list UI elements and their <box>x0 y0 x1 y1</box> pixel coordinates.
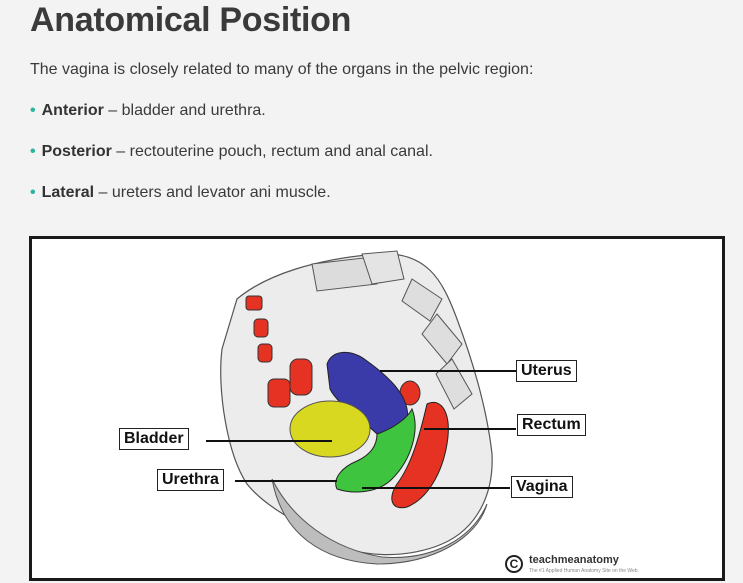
bladder-label: Bladder <box>119 428 189 450</box>
bullet-dot-icon: • <box>30 102 36 119</box>
bullet-dot-icon: • <box>30 143 36 160</box>
uterus-label: Uterus <box>516 360 577 382</box>
vagina-label: Vagina <box>511 476 573 498</box>
list-item-term: Lateral <box>41 184 95 201</box>
list-item-text: – rectouterine pouch, rectum and anal ca… <box>111 143 433 160</box>
relations-list: • Anterior – bladder and urethra. • Poster… <box>30 99 433 222</box>
copyright-icon: C <box>505 555 523 573</box>
list-item: • Posterior – rectouterine pouch, rectum … <box>30 140 433 181</box>
list-item: • Lateral – ureters and levator ani muscl… <box>30 181 433 222</box>
intro-text: The vagina is closely related to many of… <box>30 61 534 78</box>
list-item-text: – bladder and urethra. <box>103 102 266 119</box>
list-item-term: Posterior <box>41 143 112 160</box>
pelvis-illustration <box>206 250 516 565</box>
page-title: Anatomical Position <box>30 1 352 39</box>
list-item: • Anterior – bladder and urethra. <box>30 99 433 140</box>
pelvis-sagittal-figure: Uterus Rectum Bladder Urethra Vagina C t… <box>29 236 725 581</box>
logo-tagline: The #1 Applied Human Anatomy Site on the… <box>529 568 639 574</box>
logo-name: teachmeanatomy <box>529 554 619 566</box>
urethra-label: Urethra <box>157 469 224 491</box>
rectum-label: Rectum <box>517 414 586 436</box>
list-item-text: – ureters and levator ani muscle. <box>94 184 331 201</box>
list-item-term: Anterior <box>41 102 104 119</box>
bullet-dot-icon: • <box>30 184 36 201</box>
